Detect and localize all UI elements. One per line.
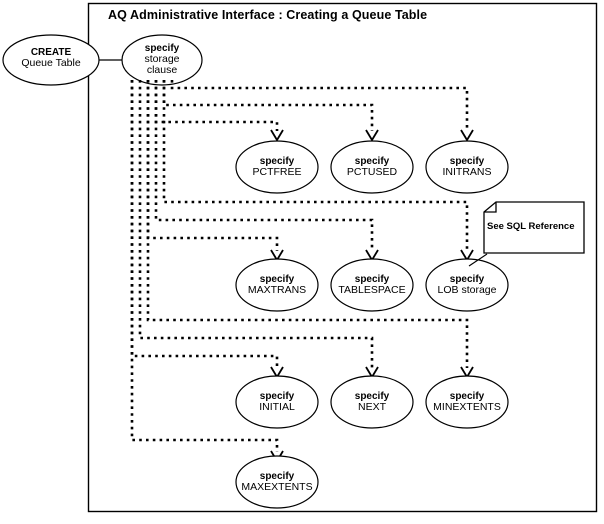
node-specify-maxtrans: [235, 258, 319, 312]
edge-hub-to-next: [138, 80, 374, 368]
node-specify-pctfree: [235, 140, 319, 194]
node-specify-tablespace: [330, 258, 414, 312]
node-specify-storage-clause: [121, 34, 203, 86]
node-specify-initial: [235, 375, 319, 429]
node-specify-next: [330, 375, 414, 429]
node-specify-pctused: [330, 140, 414, 194]
note-leader-line: [468, 253, 488, 267]
arrowhead-pctfree: [270, 129, 284, 142]
arrowhead-pctused: [365, 129, 379, 142]
edge-hub-to-maxtrans: [146, 80, 279, 251]
page-title: AQ Administrative Interface : Creating a…: [108, 8, 428, 22]
node-specify-lob-storage: [425, 258, 509, 312]
arrowhead-initrans: [460, 129, 474, 142]
edge-hub-to-tablespace: [154, 80, 374, 251]
node-create-queue-table: [2, 34, 100, 86]
note-fold-icon: [484, 202, 497, 213]
note-text: See SQL Reference: [487, 221, 575, 232]
node-specify-maxextents: [235, 455, 319, 509]
note-box: [483, 201, 585, 254]
edge-hub-to-pctused: [162, 80, 374, 131]
edge-hub-to-lobstorage: [162, 80, 469, 251]
node-specify-initrans: [425, 140, 509, 194]
edge-hub-to-maxextents: [130, 80, 279, 452]
node-specify-minextents: [425, 375, 509, 429]
